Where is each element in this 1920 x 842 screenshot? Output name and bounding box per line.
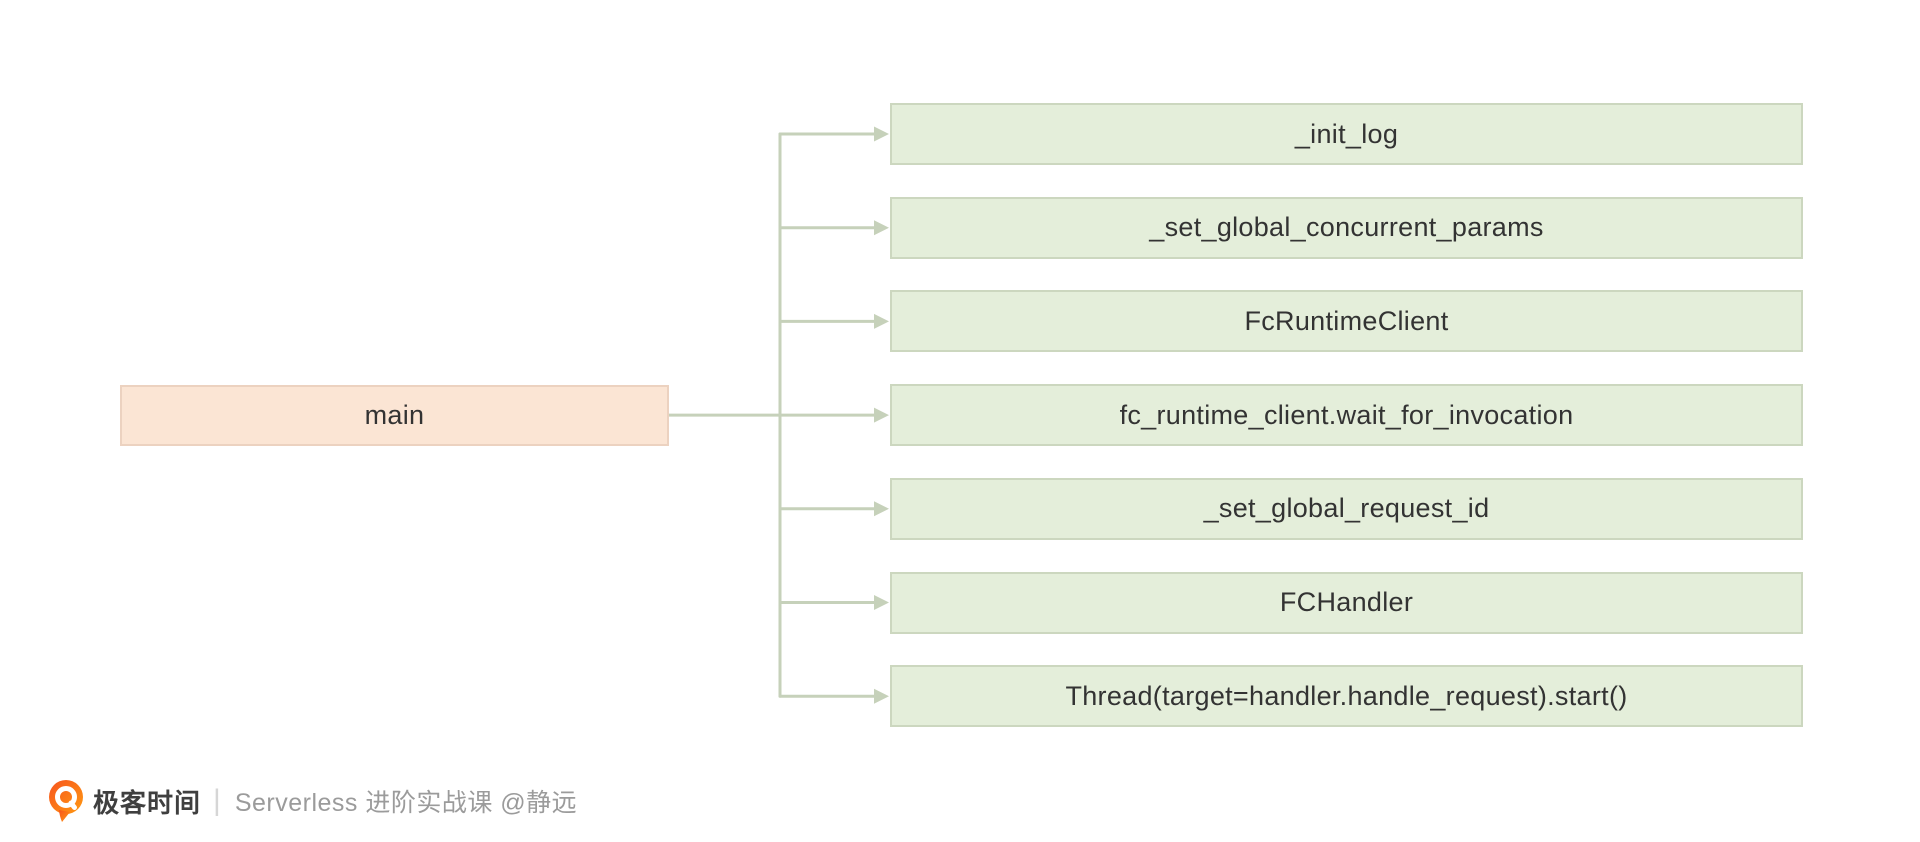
flow-node[interactable]: Thread(target=handler.handle_request).st… (890, 665, 1803, 728)
brand-divider: | (213, 784, 221, 817)
flow-node[interactable]: fc_runtime_client.wait_for_invocation (890, 384, 1803, 447)
course-caption: Serverless 进阶实战课 @静远 (234, 789, 578, 817)
flow-node[interactable]: _set_global_request_id (890, 477, 1803, 540)
flow-node[interactable]: _init_log (890, 103, 1803, 165)
flow-node-label: _set_global_request_id (1203, 493, 1490, 524)
footer-brand: 极客时间 | Serverless 进阶实战课 @静远 (46, 779, 577, 823)
geektime-logo-icon (49, 780, 83, 822)
flow-node-label: _set_global_concurrent_params (1149, 212, 1544, 243)
flow-node[interactable]: FcRuntimeClient (890, 290, 1803, 353)
flow-node-label: _init_log (1294, 118, 1399, 149)
flow-node[interactable]: _set_global_concurrent_params (890, 196, 1803, 259)
node-main[interactable]: main (120, 385, 669, 446)
flow-node[interactable]: FCHandler (890, 571, 1803, 634)
flow-node-label: Thread(target=handler.handle_request).st… (1065, 680, 1628, 711)
brand-name: 极客时间 (93, 787, 202, 818)
flow-node-label: FcRuntimeClient (1244, 305, 1449, 336)
flow-node-label: fc_runtime_client.wait_for_invocation (1119, 399, 1574, 430)
flow-node-label: FCHandler (1279, 587, 1414, 617)
node-main-label: main (364, 400, 425, 430)
